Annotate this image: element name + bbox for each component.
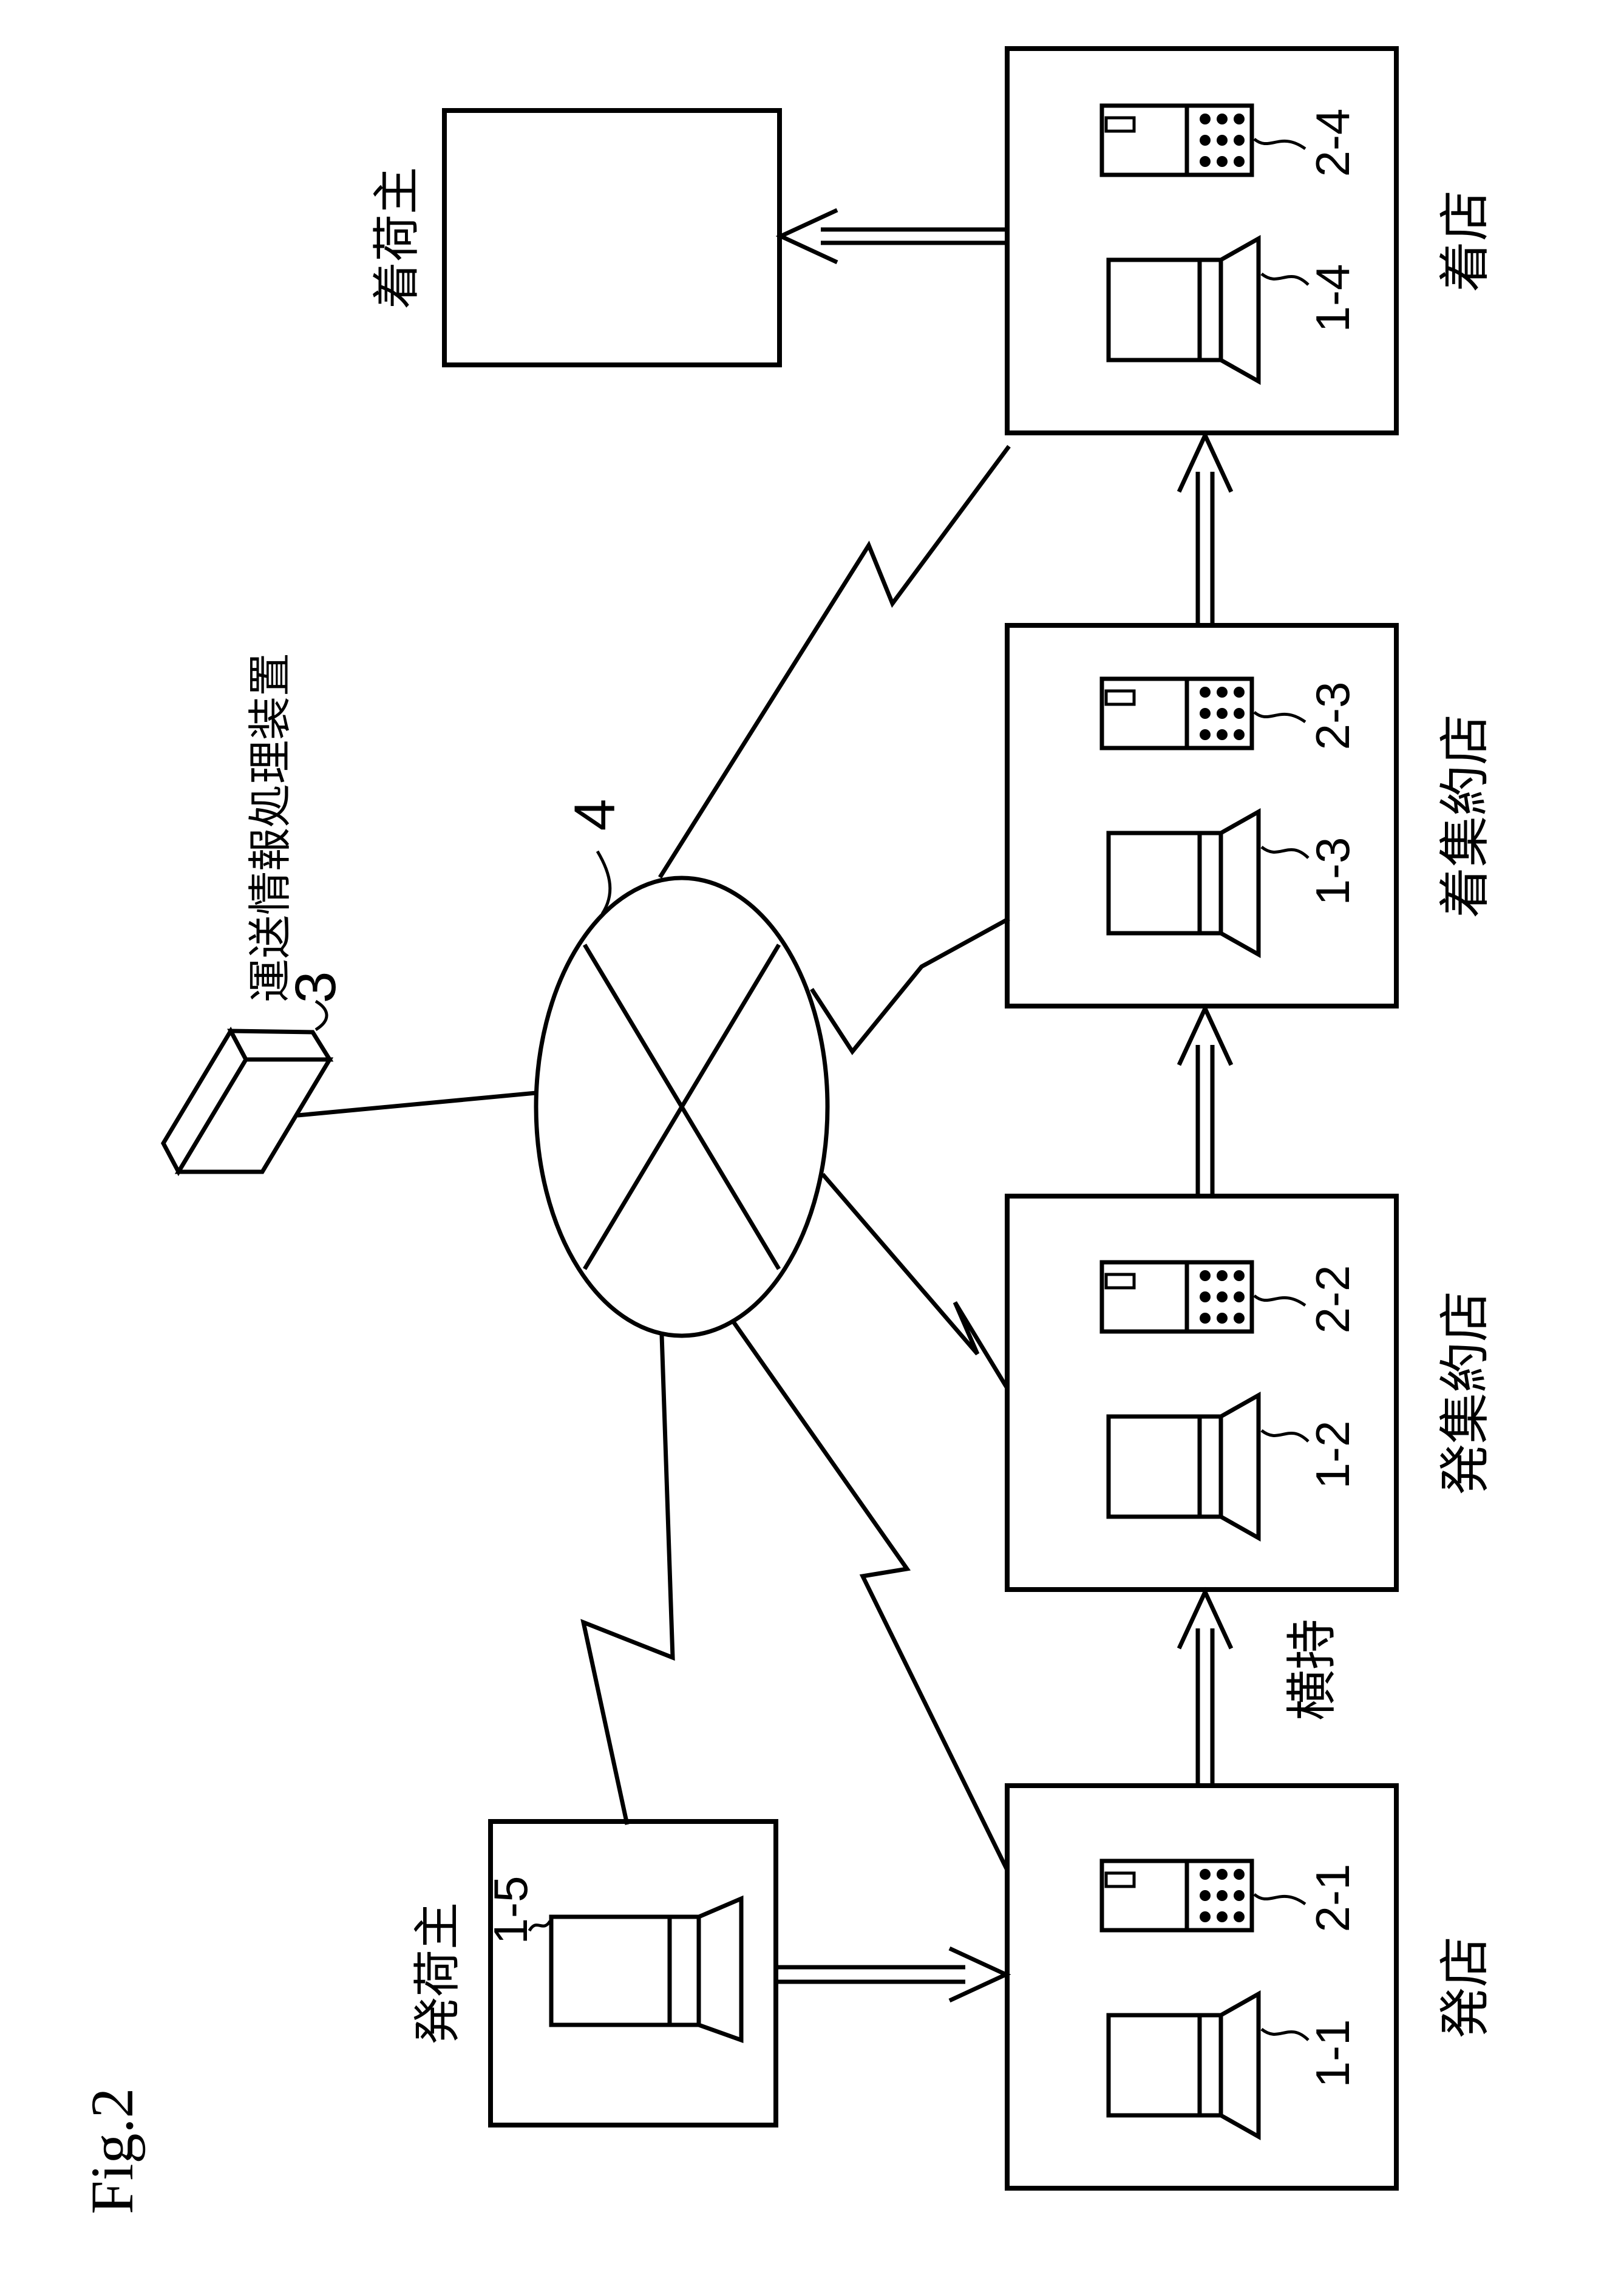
- device-top-face: [160, 1026, 249, 1177]
- consignee-box: 着荷主: [370, 108, 782, 367]
- lateral-transfer-label: 横持: [1283, 1619, 1340, 1721]
- phone-keypad-dots: [1200, 1869, 1245, 1922]
- network-cross-line-2: [582, 944, 781, 1270]
- terminal-ref-leader: [1260, 2027, 1310, 2041]
- mobile-phone-icon: [1099, 103, 1254, 177]
- figure-number-label: Fig.2: [78, 2088, 146, 2214]
- terminal-ref-leader: [1260, 845, 1310, 859]
- station-box-chakushuyakuten: 1-3 2-3 着集約店: [1005, 623, 1493, 1008]
- shipper-box: 発荷主 1-5: [410, 1819, 778, 2127]
- station-label: 着店: [1436, 190, 1493, 292]
- device-ref-label: 3: [284, 971, 348, 1004]
- consignee-label: 着荷主: [370, 167, 423, 309]
- shipper-label: 発荷主: [410, 1902, 464, 2044]
- arrow-hatten-to-hasshuyakuten: [1177, 1587, 1234, 1786]
- device-network-connector: [297, 1090, 537, 1118]
- shipper-terminal-ref-label: 1-5: [484, 1876, 537, 1945]
- network-ref-leader: [596, 850, 612, 915]
- arrow-chakushuyakuten-to-chakuten: [1177, 430, 1234, 625]
- arrowhead-down: [948, 1946, 1011, 2003]
- device-ref-leader: [314, 999, 328, 1032]
- wireless-link-to-chakushuyakuten-icon: [810, 916, 1010, 1055]
- arrowhead-right: [1177, 1003, 1234, 1066]
- arrow-chakuten-to-consignee: [775, 208, 1007, 265]
- network-ellipse-icon: [534, 876, 830, 1338]
- station-box-chakuten: 1-4 2-4 着店: [1005, 46, 1493, 435]
- phone-ref-leader: [1253, 138, 1306, 151]
- wireless-link-to-hatten-icon: [732, 1320, 1010, 1871]
- terminal-ref-label: 1-1: [1306, 2019, 1359, 2088]
- terminal-icon: [1106, 235, 1261, 385]
- mobile-phone-icon: [1099, 1260, 1254, 1334]
- terminal-icon: [1106, 1392, 1261, 1542]
- phone-ref-label: 2-3: [1306, 682, 1359, 750]
- terminal-ref-label: 1-3: [1306, 837, 1359, 906]
- terminal-ref-label: 1-2: [1306, 1421, 1359, 1489]
- station-box-hasshuyakuten: 1-2 2-2 発集約店: [1005, 1194, 1493, 1592]
- processing-device-icon: [160, 1026, 334, 1177]
- shipper-terminal-leader: [528, 1920, 552, 1932]
- network-ref-label: 4: [563, 799, 627, 831]
- arrow-hasshuyakuten-to-chakushuyakuten: [1177, 1003, 1234, 1196]
- terminal-icon: [1106, 1990, 1261, 2140]
- wireless-link-to-chakuten-icon: [658, 444, 1011, 879]
- wireless-link-to-shipper-icon: [580, 1335, 675, 1825]
- terminal-ref-leader: [1260, 272, 1310, 286]
- arrowhead-up: [775, 208, 838, 265]
- phone-ref-leader: [1253, 1294, 1306, 1307]
- terminal-ref-label: 1-4: [1306, 264, 1359, 333]
- arrowhead-right: [1177, 430, 1234, 493]
- station-label: 発集約店: [1436, 1291, 1493, 1495]
- phone-ref-label: 2-1: [1306, 1864, 1359, 1933]
- phone-keypad-dots: [1200, 687, 1245, 740]
- phone-keypad-dots: [1200, 114, 1245, 167]
- mobile-phone-icon: [1099, 1859, 1254, 1933]
- wireless-link-to-hasshuyakuten-icon: [821, 1172, 1010, 1390]
- station-box-hatten: 1-1 2-1 発店: [1005, 1783, 1493, 2191]
- station-label: 発店: [1436, 1936, 1493, 2038]
- phone-ref-label: 2-2: [1306, 1265, 1359, 1334]
- phone-ref-leader: [1253, 1893, 1306, 1906]
- phone-ref-label: 2-4: [1306, 109, 1359, 177]
- mobile-phone-icon: [1099, 676, 1254, 750]
- station-label: 着集約店: [1436, 714, 1493, 918]
- phone-keypad-dots: [1200, 1270, 1245, 1324]
- terminal-icon: [549, 1895, 744, 2043]
- arrow-shipper-to-hatten: [776, 1946, 1011, 2003]
- arrowhead-right: [1177, 1587, 1234, 1650]
- terminal-ref-leader: [1260, 1429, 1310, 1443]
- phone-ref-leader: [1253, 711, 1306, 724]
- terminal-icon: [1106, 808, 1261, 958]
- device-name-label: 運送情報処理装置: [246, 653, 295, 1002]
